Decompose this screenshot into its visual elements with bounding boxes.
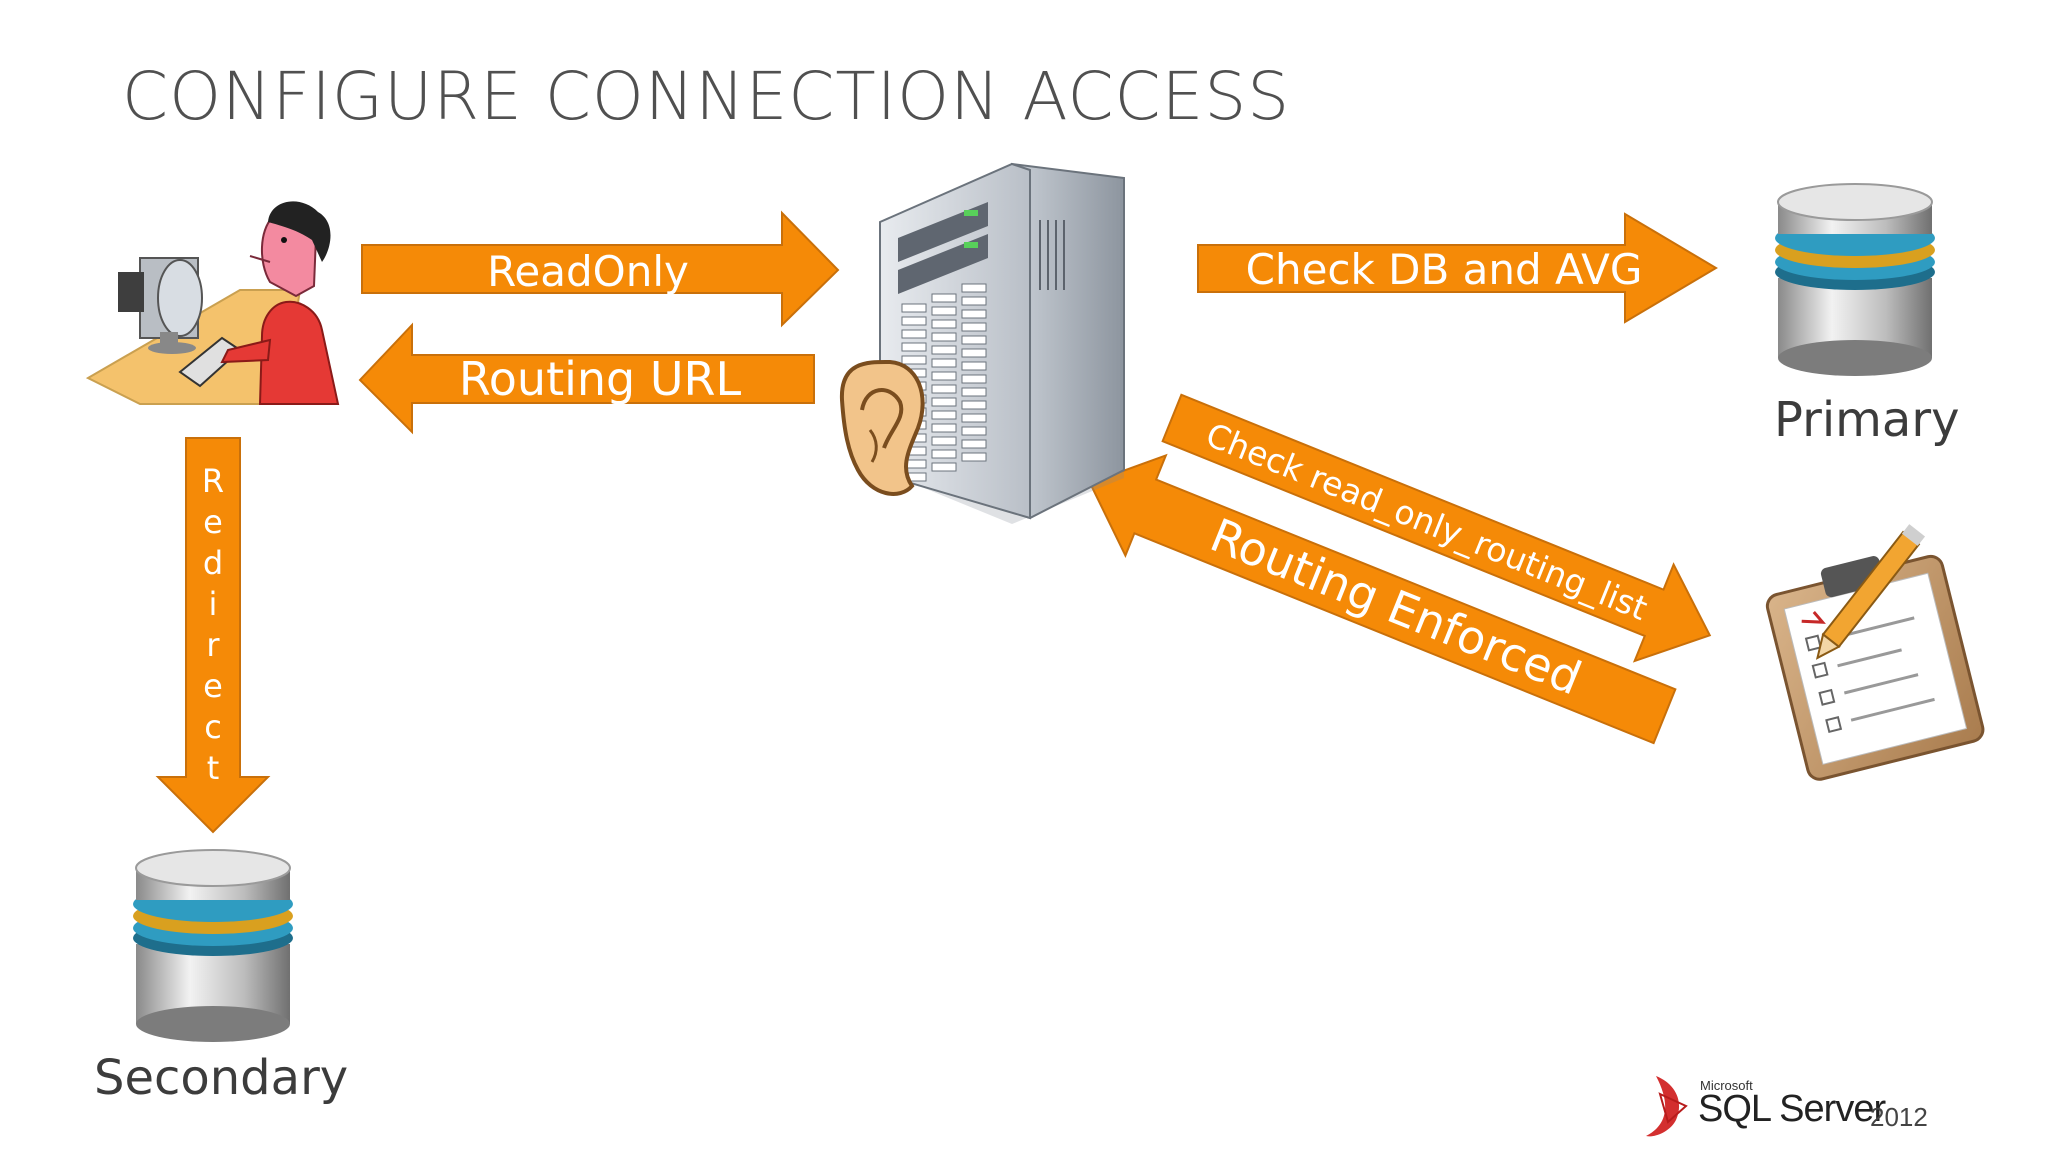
server-grill-slot <box>961 322 987 332</box>
logo-vendor: Microsoft <box>1700 1078 1753 1093</box>
server-tower-icon <box>879 162 1125 524</box>
server-grill-slot <box>931 332 957 342</box>
server-grill-slot <box>901 342 927 352</box>
server-grill-slot <box>961 426 987 436</box>
readonly-label: ReadOnly <box>487 247 689 296</box>
server-grill-slot <box>931 293 957 303</box>
server-grill-slot <box>961 335 987 345</box>
server-grill-slot <box>961 439 987 449</box>
clipboard-checklist-icon <box>1765 524 1985 781</box>
server-grill-slot <box>961 400 987 410</box>
redirect-letter: r <box>206 626 220 664</box>
server-grill-slot <box>931 462 957 472</box>
server-grill-slot <box>961 452 987 462</box>
server-grill-slot <box>961 361 987 371</box>
logo-product: SQL Server <box>1698 1088 1886 1130</box>
redirect-letter: R <box>202 462 224 500</box>
check-db-label: Check DB and AVG <box>1246 245 1643 294</box>
server-grill-slot <box>931 423 957 433</box>
server-grill-slot <box>961 387 987 397</box>
sql-server-logo: Microsoft SQL Server 2012 <box>1640 1068 1940 1138</box>
user-at-computer-icon <box>85 201 340 405</box>
server-grill-slot <box>961 283 987 293</box>
server-grill-slot <box>901 329 927 339</box>
server-grill-slot <box>961 413 987 423</box>
database-icon <box>133 849 293 1042</box>
server-grill-slot <box>961 309 987 319</box>
server-grill-slot <box>931 358 957 368</box>
server-grill-slot <box>931 410 957 420</box>
server-grill-slot <box>901 355 927 365</box>
check-db-arrow: Check DB and AVG <box>1197 212 1718 324</box>
server-grill-slot <box>931 345 957 355</box>
redirect-letter: e <box>203 667 223 705</box>
server-grill-slot <box>961 348 987 358</box>
redirect-letter: c <box>204 708 222 746</box>
redirect-letter: d <box>203 544 223 582</box>
slide-title: CONFIGURE CONNECTION ACCESS <box>122 58 1291 135</box>
readonly-arrow: ReadOnly <box>361 210 840 328</box>
server-grill-slot <box>901 316 927 326</box>
server-grill-slot <box>931 371 957 381</box>
redirect-letter: t <box>207 749 220 787</box>
logo-version: 2012 <box>1870 1102 1928 1132</box>
secondary-label: Secondary <box>94 1050 349 1106</box>
server-grill-slot <box>931 449 957 459</box>
redirect-letter: e <box>203 503 223 541</box>
server-grill-slot <box>931 384 957 394</box>
routing-url-arrow: Routing URL <box>358 322 815 435</box>
sql-server-logo-icon <box>1646 1076 1688 1137</box>
server-grill-slot <box>931 306 957 316</box>
ear-icon <box>839 359 925 496</box>
routing-url-label: Routing URL <box>459 352 742 406</box>
server-grill-slot <box>931 397 957 407</box>
server-grill-slot <box>931 436 957 446</box>
server-grill-slot <box>931 319 957 329</box>
primary-label: Primary <box>1774 392 1960 448</box>
server-grill-slot <box>961 296 987 306</box>
server-grill-slot <box>901 303 927 313</box>
redirect-letter: i <box>209 585 218 623</box>
database-icon <box>1775 183 1935 376</box>
server-grill-slot <box>961 374 987 384</box>
